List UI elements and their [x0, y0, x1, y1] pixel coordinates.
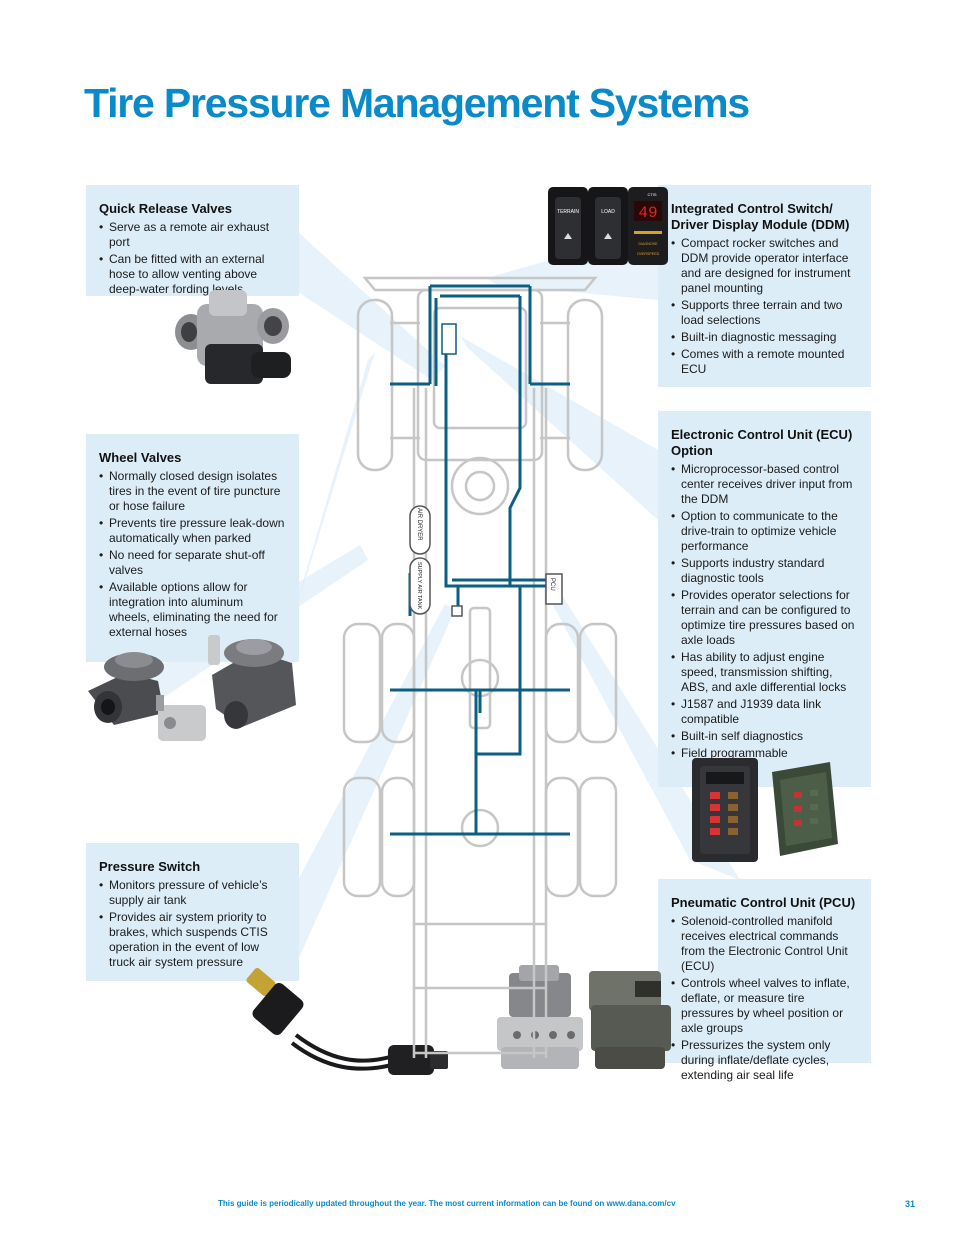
pcu-heading: Pneumatic Control Unit (PCU) — [671, 895, 856, 910]
pressure-switch-box: Pressure Switch Monitors pressure of veh… — [86, 843, 299, 981]
air-dryer-tank — [409, 505, 431, 555]
manifold-block — [441, 323, 457, 355]
list-item: Compact rocker switches and DDM provide … — [671, 236, 859, 296]
ddm-switch-ctis-label: CTIS — [647, 192, 656, 197]
list-item: J1587 and J1939 data link compatible — [671, 697, 859, 727]
list-item: Built-in self diagnostics — [671, 729, 859, 744]
list-item: Microprocessor-based control center rece… — [671, 462, 859, 507]
beam-quick-release — [298, 232, 445, 380]
truck-chassis-diagram: AIR DRYER SUPPLY AIR TANK PCU — [342, 276, 618, 1058]
list-item: Option to communicate to the drive-train… — [671, 509, 859, 554]
list-item: Controls wheel valves to inflate, deflat… — [671, 976, 859, 1036]
pcu-box: Pneumatic Control Unit (PCU) Solenoid-co… — [658, 879, 871, 1082]
list-item: Comes with a remote mounted ECU — [671, 347, 859, 377]
wheel-valves-list: Normally closed design isolates tires in… — [99, 469, 287, 640]
list-item: Supports three terrain and two load sele… — [671, 298, 859, 328]
pcu-block — [545, 573, 563, 605]
list-item: Prevents tire pressure leak-down automat… — [99, 516, 287, 546]
ddm-box: Integrated Control Switch/ Driver Displa… — [658, 185, 871, 387]
list-item: Provides air system priority to brakes, … — [99, 910, 287, 970]
supply-tank-label: SUPPLY AIR TANK — [416, 562, 422, 610]
footer-note: This guide is periodically updated throu… — [218, 1199, 676, 1208]
list-item: No need for separate shut-off valves — [99, 548, 287, 578]
list-item: Serve as a remote air exhaust port — [99, 220, 287, 250]
wheel-valves-heading: Wheel Valves — [99, 450, 182, 465]
air-lines — [390, 284, 570, 836]
ddm-switch-terrain-label: TERRAIN — [557, 209, 579, 215]
list-item: Provides operator selections for terrain… — [671, 588, 859, 648]
list-item: Can be fitted with an external hose to a… — [99, 252, 287, 297]
ecu-box: Electronic Control Unit (ECU) Option Mic… — [658, 411, 871, 787]
list-item: Supports industry standard diagnostic to… — [671, 556, 859, 586]
ddm-indicator-overspeed: OVERSPEED — [637, 252, 660, 256]
beam-wheel-valve — [286, 352, 375, 640]
ddm-display-reading: 49 — [638, 204, 657, 222]
pressure-switch-list: Monitors pressure of vehicle’s supply ai… — [99, 878, 287, 970]
list-item: Available options allow for integration … — [99, 580, 287, 640]
list-item: Built-in diagnostic messaging — [671, 330, 859, 345]
list-item: Field programmable — [671, 746, 859, 761]
ddm-switches-photo: TERRAIN LOAD CTIS 49 DIAGNOSE OVERSPEED — [548, 187, 668, 265]
ecu-units-photo — [692, 758, 838, 862]
list-item: Monitors pressure of vehicle’s supply ai… — [99, 878, 287, 908]
air-dryer-label: AIR DRYER — [416, 508, 422, 541]
ddm-switch-load-label: LOAD — [601, 209, 615, 215]
list-item: Solenoid-controlled manifold receives el… — [671, 914, 859, 974]
wheel-valves-photo — [88, 635, 296, 741]
supply-air-tank — [409, 557, 431, 615]
list-item: Has ability to adjust engine speed, tran… — [671, 650, 859, 695]
pcu-diagram-label: PCU — [549, 578, 555, 591]
pcu-manifolds-photo — [497, 965, 671, 1069]
list-item: Normally closed design isolates tires in… — [99, 469, 287, 514]
page-title: Tire Pressure Management Systems — [84, 80, 750, 126]
quick-release-valve-photo — [175, 290, 291, 384]
ddm-indicator-diagnose: DIAGNOSE — [639, 242, 659, 246]
pressure-switch-heading: Pressure Switch — [99, 859, 201, 874]
quick-release-valves-heading: Quick Release Valves — [99, 201, 232, 216]
page-number: 31 — [905, 1199, 916, 1209]
ecu-list: Microprocessor-based control center rece… — [671, 462, 859, 761]
quick-release-valves-box: Quick Release Valves Serve as a remote a… — [86, 185, 299, 296]
ddm-list: Compact rocker switches and DDM provide … — [671, 236, 859, 377]
ecu-buttons — [710, 792, 738, 835]
chassis-outline — [342, 276, 618, 1058]
beam-ecu — [460, 336, 658, 520]
ddm-heading: Integrated Control Switch/ Driver Displa… — [671, 201, 850, 232]
ecu-heading: Electronic Control Unit (ECU) Option — [671, 427, 853, 458]
list-item: Pressurizes the system only during infla… — [671, 1038, 859, 1083]
pressure-switch-block — [451, 605, 463, 617]
wheel-valves-box: Wheel Valves Normally closed design isol… — [86, 434, 299, 662]
pcu-list: Solenoid-controlled manifold receives el… — [671, 914, 859, 1083]
quick-release-valves-list: Serve as a remote air exhaust port Can b… — [99, 220, 287, 297]
